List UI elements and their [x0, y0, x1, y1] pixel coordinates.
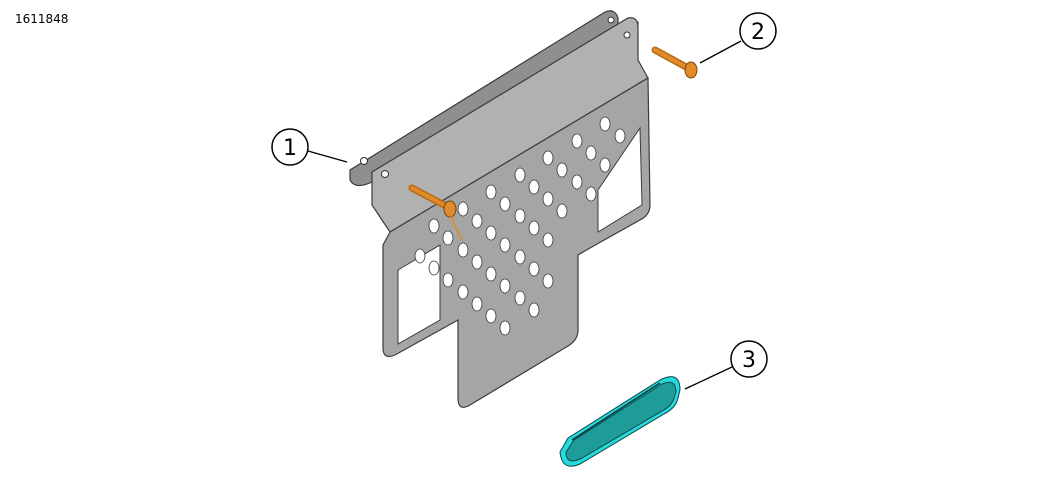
- screw-part: [651, 46, 698, 79]
- document-id: 1611848: [15, 12, 69, 26]
- callout-3: 3: [684, 340, 768, 390]
- callout-2-number: 2: [751, 20, 765, 45]
- callout-3-number: 3: [742, 348, 756, 373]
- callout-1-number: 1: [283, 136, 297, 161]
- screw-installed: [408, 184, 464, 241]
- guard-plate: [371, 17, 651, 408]
- callout-2: 2: [699, 12, 777, 64]
- rubber-pad: [559, 376, 681, 467]
- perforation-holes: [414, 116, 626, 336]
- callout-1: 1: [271, 128, 348, 166]
